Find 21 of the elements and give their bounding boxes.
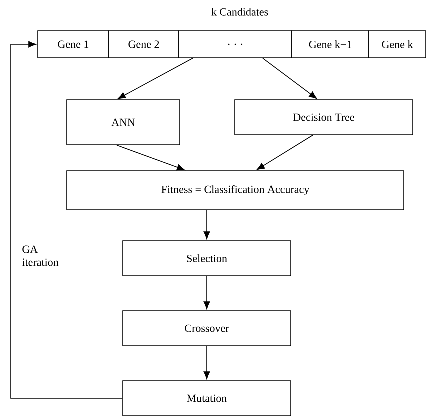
process-box: ANN <box>66 100 180 146</box>
process-box: Mutation <box>122 380 292 416</box>
gene-cell: . . . <box>178 30 292 58</box>
arrow <box>118 58 194 100</box>
arrow <box>10 41 123 399</box>
arrow <box>256 135 314 170</box>
edge-label: GA iteration <box>22 246 59 266</box>
arrow <box>116 145 185 171</box>
gene-cell: Gene k−1 <box>292 30 370 58</box>
arrow <box>204 276 210 310</box>
gene-cell: Gene k <box>368 30 426 58</box>
gene-cell: Gene 2 <box>108 30 180 58</box>
gene-cell: Gene 1 <box>38 30 110 58</box>
process-box: Fitness = Classification Accuracy <box>66 170 404 210</box>
process-box: Crossover <box>122 310 292 346</box>
arrow <box>204 210 210 240</box>
heading: k Candidates <box>212 8 268 16</box>
process-box: Selection <box>122 240 292 276</box>
arrow <box>204 346 210 380</box>
arrow <box>262 58 318 100</box>
process-box: Decision Tree <box>234 100 414 136</box>
